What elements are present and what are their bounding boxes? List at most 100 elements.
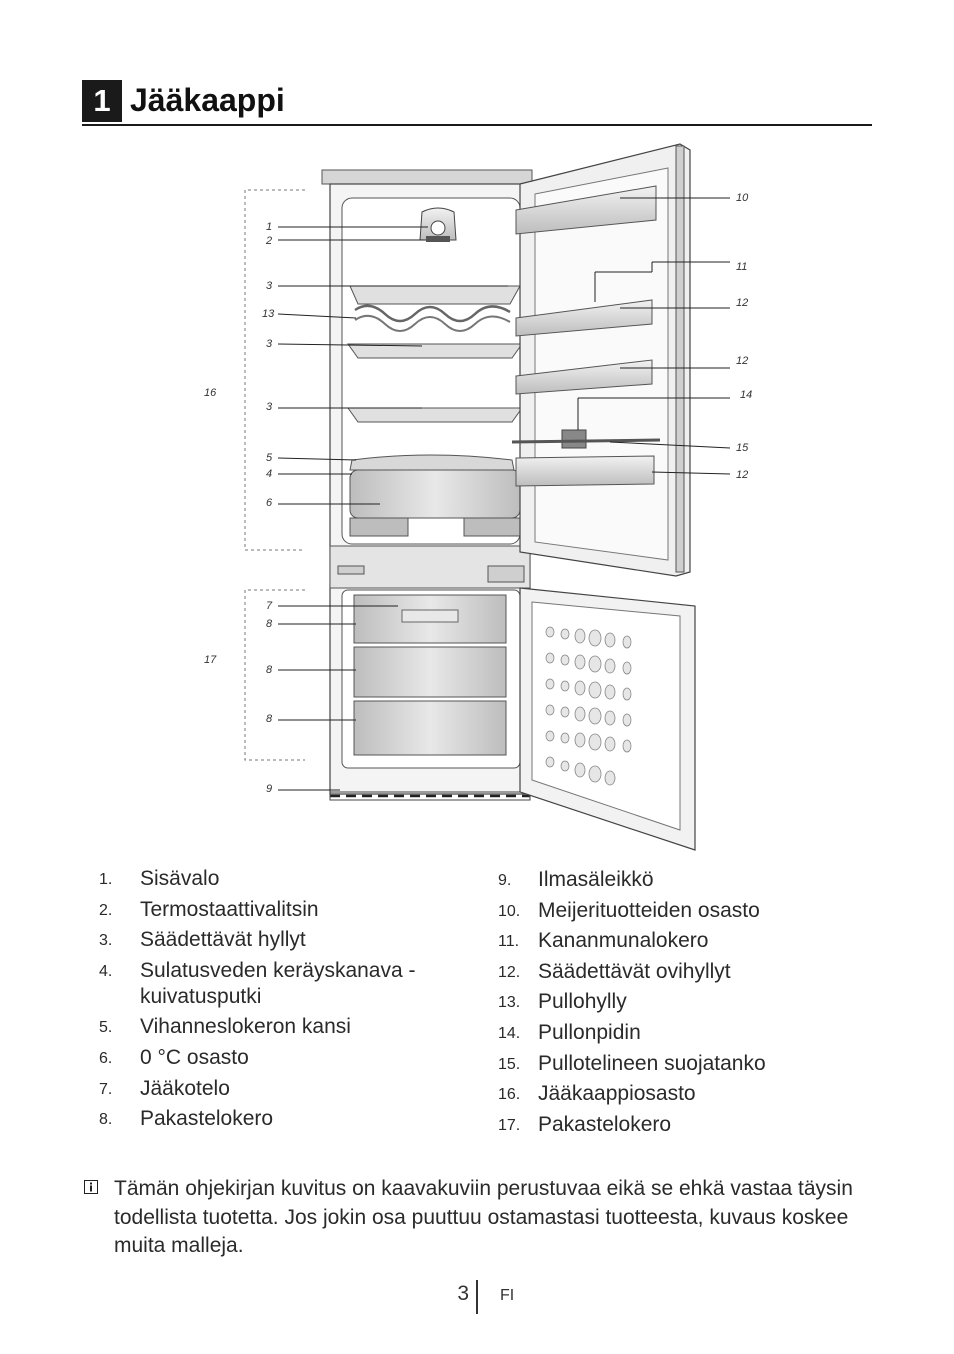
door-shelf bbox=[515, 455, 655, 487]
callout-label: 4 bbox=[266, 468, 272, 480]
shelf bbox=[347, 343, 523, 359]
legend-text: Kananmunalokero bbox=[538, 929, 709, 953]
callout-label: 10 bbox=[736, 192, 749, 204]
legend-item: 13. Pullohylly bbox=[498, 989, 828, 1015]
callout-label: 12 bbox=[736, 297, 748, 309]
legend-number: 3. bbox=[99, 932, 113, 950]
legend-number: 10. bbox=[498, 902, 521, 920]
callout-label: 1 bbox=[266, 221, 272, 233]
language-code: FI bbox=[500, 1287, 515, 1304]
legend-number: 13. bbox=[498, 994, 521, 1012]
legend-item: 15. Pullotelineen suojatanko bbox=[498, 1051, 828, 1077]
legend-text: Jääkaappiosasto bbox=[538, 1082, 696, 1106]
legend-item: 11. Kananmunalokero bbox=[498, 928, 828, 954]
legend-number: 12. bbox=[498, 963, 521, 981]
legend-number: 8. bbox=[99, 1111, 113, 1129]
legend-number: 5. bbox=[99, 1019, 113, 1037]
page-number: 3 bbox=[457, 1282, 469, 1305]
legend-item: 7. Jääkotelo bbox=[99, 1076, 469, 1102]
legend-item: 14. Pullonpidin bbox=[498, 1020, 828, 1046]
legend-text: Jääkotelo bbox=[140, 1076, 230, 1100]
legend-text: Säädettävät ovihyllyt bbox=[538, 959, 731, 983]
fridge-diagram: 1 2 3 13 3 3 5 4 6 7 8 8 8 9 10 11 12 12… bbox=[204, 143, 752, 851]
callout-label: 15 bbox=[736, 442, 749, 454]
legend-text: Vihanneslokeron kansi bbox=[140, 1015, 351, 1039]
legend-item: 9. Ilmasäleikkö bbox=[498, 867, 828, 893]
bottle-rail bbox=[511, 438, 661, 444]
callout-label: 7 bbox=[266, 600, 273, 612]
legend-text: Sisävalo bbox=[140, 867, 220, 890]
callout-label: 3 bbox=[266, 338, 273, 350]
legend-number: 9. bbox=[498, 872, 512, 889]
callout-label: 8 bbox=[266, 664, 273, 676]
legend-text: Pakastelokero bbox=[140, 1107, 274, 1131]
legend-item: 8. Pakastelokero bbox=[99, 1106, 469, 1132]
legend-item: 4. Sulatusveden keräyskanava - kuivatuspu… bbox=[99, 958, 469, 1010]
legend-item: 3. Säädettävät hyllyt bbox=[99, 927, 469, 953]
legend-item: 5. Vihanneslokeron kansi bbox=[99, 1014, 469, 1040]
page-footer: 3 FI bbox=[0, 1280, 954, 1316]
callout-label: 13 bbox=[262, 308, 275, 320]
freezer-drawer bbox=[353, 646, 507, 698]
info-note: Tämän ohjekirjan kuvitus on kaavakuviin … bbox=[82, 1175, 872, 1261]
callout-label: 3 bbox=[266, 401, 273, 413]
freezer-compartment-bracket bbox=[244, 589, 305, 761]
legend-number: 2. bbox=[99, 901, 113, 919]
legend-item: 12. Säädettävät ovihyllyt bbox=[498, 959, 828, 985]
shelf bbox=[349, 285, 521, 305]
callout-label: 2 bbox=[265, 235, 272, 247]
legend-number: 11. bbox=[498, 933, 520, 951]
legend-number: 4. bbox=[99, 962, 113, 980]
legend-item: 16. Jääkaappiosasto bbox=[498, 1081, 828, 1107]
legend-item: 10. Meijerituotteiden osasto bbox=[498, 898, 828, 924]
callout-label: 12 bbox=[736, 469, 748, 481]
callout-label: 11 bbox=[736, 261, 747, 273]
legend-number: 6. bbox=[99, 1049, 113, 1067]
note-text: Tämän ohjekirjan kuvitus on kaavakuviin … bbox=[114, 1177, 853, 1257]
legend-number: 17. bbox=[498, 1116, 521, 1134]
legend-item: 1. Sisävalo bbox=[99, 866, 469, 892]
legend-text: Pullonpidin bbox=[538, 1020, 641, 1044]
legend-number: 1. bbox=[99, 871, 113, 888]
parts-legend-left: 1. Sisävalo 2. Termostaattivalitsin 3. Sääd… bbox=[99, 866, 469, 1137]
legend-number: 16. bbox=[498, 1086, 521, 1104]
callout-label: 14 bbox=[740, 389, 752, 401]
fridge-compartment-bracket bbox=[244, 189, 305, 551]
section-title: Jääkaappi bbox=[130, 82, 285, 118]
legend-text: Pullotelineen suojatanko bbox=[538, 1051, 766, 1075]
callout-label: 3 bbox=[266, 280, 273, 292]
door-shelf bbox=[515, 359, 653, 395]
legend-text: Ilmasäleikkö bbox=[538, 868, 654, 891]
legend-text: Meijerituotteiden osasto bbox=[538, 898, 760, 922]
callout-label: 5 bbox=[266, 452, 273, 464]
callout-label: 16 bbox=[204, 387, 217, 399]
legend-text: Sulatusveden keräyskanava - kuivatusputk… bbox=[140, 958, 416, 1008]
legend-text: Termostaattivalitsin bbox=[140, 897, 319, 921]
ice-tray bbox=[401, 609, 459, 623]
legend-text: Pakastelokero bbox=[538, 1112, 672, 1136]
legend-item: 2. Termostaattivalitsin bbox=[99, 897, 469, 923]
section-heading: 1 Jääkaappi bbox=[82, 78, 872, 126]
callout-label: 8 bbox=[266, 618, 273, 630]
crisper-cover bbox=[349, 454, 515, 471]
bottle-holder bbox=[561, 429, 587, 449]
callout-label: 9 bbox=[266, 783, 272, 795]
legend-text: 0 °C osasto bbox=[140, 1045, 249, 1069]
legend-text: Pullohylly bbox=[538, 990, 627, 1014]
legend-number: 15. bbox=[498, 1055, 521, 1073]
parts-legend-right: 9. Ilmasäleikkö 10. Meijerituotteiden osas… bbox=[498, 867, 828, 1142]
callout-label: 8 bbox=[266, 713, 273, 725]
footer-divider bbox=[476, 1280, 478, 1314]
crisper-drawer bbox=[349, 469, 521, 519]
freezer-drawer bbox=[353, 700, 507, 756]
section-number: 1 bbox=[82, 80, 122, 122]
legend-number: 7. bbox=[99, 1080, 113, 1098]
legend-number: 14. bbox=[498, 1024, 521, 1042]
info-icon bbox=[84, 1180, 98, 1194]
legend-text: Säädettävät hyllyt bbox=[140, 928, 306, 952]
callout-label: 6 bbox=[266, 497, 273, 509]
bottle-rack bbox=[354, 304, 511, 323]
callout-label: 17 bbox=[204, 654, 217, 666]
door-shelf bbox=[515, 299, 653, 337]
legend-item: 17. Pakastelokero bbox=[498, 1112, 828, 1138]
